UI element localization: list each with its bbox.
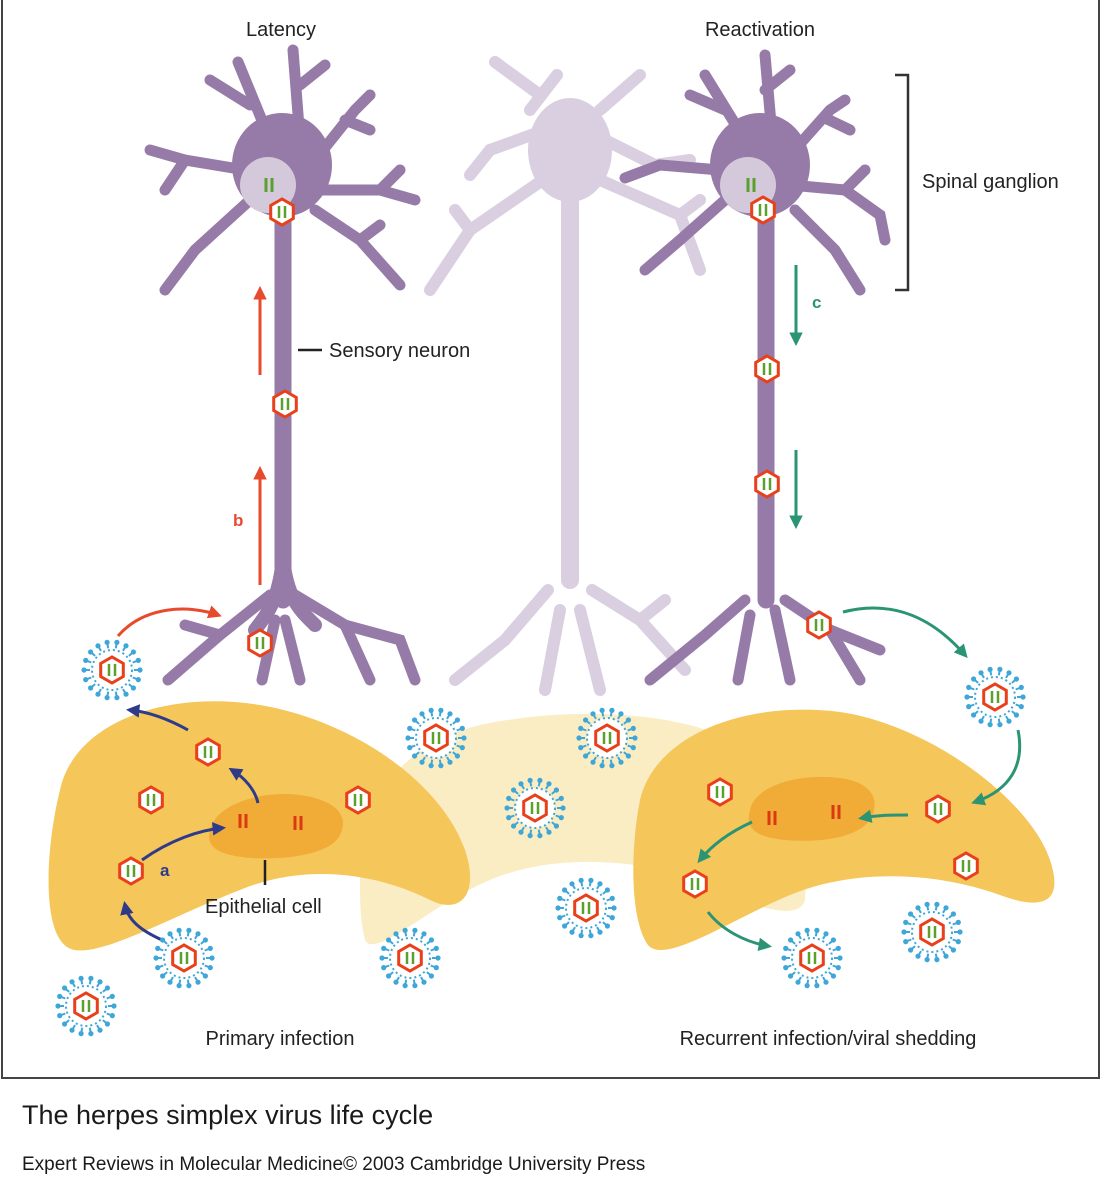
label-step-b: b — [233, 511, 243, 530]
viral-dna-mark — [831, 805, 841, 819]
virion-capsid — [397, 943, 423, 973]
capsid — [806, 610, 832, 640]
epithelial-layer — [48, 701, 1055, 951]
virion-capsid — [99, 655, 125, 685]
spinal-ganglion-bracket — [895, 73, 910, 292]
virion-capsid — [982, 682, 1008, 712]
caption-title: The herpes simplex virus life cycle — [22, 1100, 433, 1130]
viral-dna-mark — [293, 816, 303, 830]
capsid — [707, 777, 733, 807]
capsid — [272, 389, 298, 419]
enveloped-virion — [81, 639, 143, 701]
capsid — [345, 785, 371, 815]
virion-capsid — [522, 793, 548, 823]
label-primary-infection: Primary infection — [206, 1028, 355, 1050]
label-recurrent-infection: Recurrent infection/viral shedding — [680, 1028, 977, 1050]
epithelial-nucleus-right — [748, 776, 875, 841]
capsid — [925, 794, 951, 824]
label-step-a: a — [160, 861, 170, 880]
label-reactivation: Reactivation — [705, 19, 815, 41]
neuron-faded — [424, 56, 706, 696]
enveloped-virion — [555, 877, 617, 939]
virion-capsid — [73, 991, 99, 1021]
neuron-latency — [144, 44, 421, 686]
viral-dna-mark — [238, 814, 248, 828]
capsid — [754, 354, 780, 384]
enveloped-virion — [576, 707, 638, 769]
arrows-blue — [120, 704, 260, 942]
label-sensory-neuron: Sensory neuron — [329, 340, 470, 362]
latent-viral-dna — [264, 178, 756, 192]
caption-credit: Expert Reviews in Molecular Medicine© 20… — [22, 1154, 645, 1175]
virus-particles — [55, 195, 1026, 1037]
virion-capsid — [594, 723, 620, 753]
epithelial-nucleus-left — [209, 794, 344, 859]
capsid — [118, 856, 144, 886]
capsid — [138, 785, 164, 815]
capsid — [754, 469, 780, 499]
arrows-red — [116, 285, 267, 637]
enveloped-virion — [379, 927, 441, 989]
capsid — [953, 851, 979, 881]
enveloped-virion — [153, 927, 215, 989]
virion-capsid — [573, 893, 599, 923]
replicating-viral-dna — [238, 805, 841, 830]
label-latency: Latency — [246, 19, 316, 41]
arrows-green — [697, 265, 1022, 952]
capsid — [269, 197, 295, 227]
virion-capsid — [919, 917, 945, 947]
virion-capsid — [799, 943, 825, 973]
capsid — [682, 869, 708, 899]
enveloped-virion — [781, 927, 843, 989]
figure-frame — [1, 0, 1100, 1079]
viral-dna-mark — [767, 811, 777, 825]
virion-capsid — [423, 723, 449, 753]
label-step-c: c — [812, 293, 821, 312]
enveloped-virion — [964, 666, 1026, 728]
capsid — [750, 195, 776, 225]
enveloped-virion — [55, 975, 117, 1037]
capsid — [247, 628, 273, 658]
enveloped-virion — [901, 901, 963, 963]
virion-capsid — [171, 943, 197, 973]
label-epithelial-cell: Epithelial cell — [205, 896, 322, 918]
label-spinal-ganglion: Spinal ganglion — [922, 171, 1059, 193]
enveloped-virion — [405, 707, 467, 769]
capsid — [195, 737, 221, 767]
enveloped-virion — [504, 777, 566, 839]
